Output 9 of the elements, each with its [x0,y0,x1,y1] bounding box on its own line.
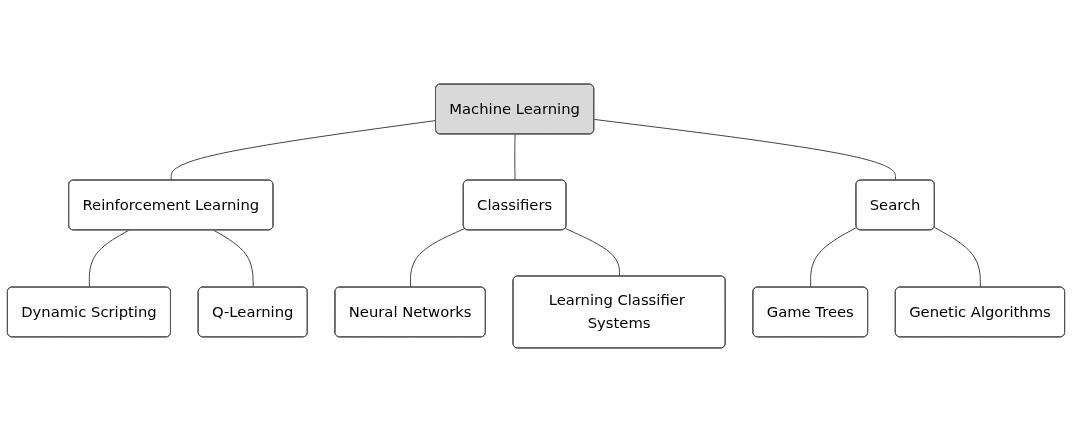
connector [514,133,516,181]
connector [170,120,437,181]
connector [565,228,621,277]
connector [213,229,254,288]
connector [88,229,130,288]
connector [810,226,858,288]
connector [593,118,897,181]
connector [934,226,981,288]
connector [410,228,466,288]
